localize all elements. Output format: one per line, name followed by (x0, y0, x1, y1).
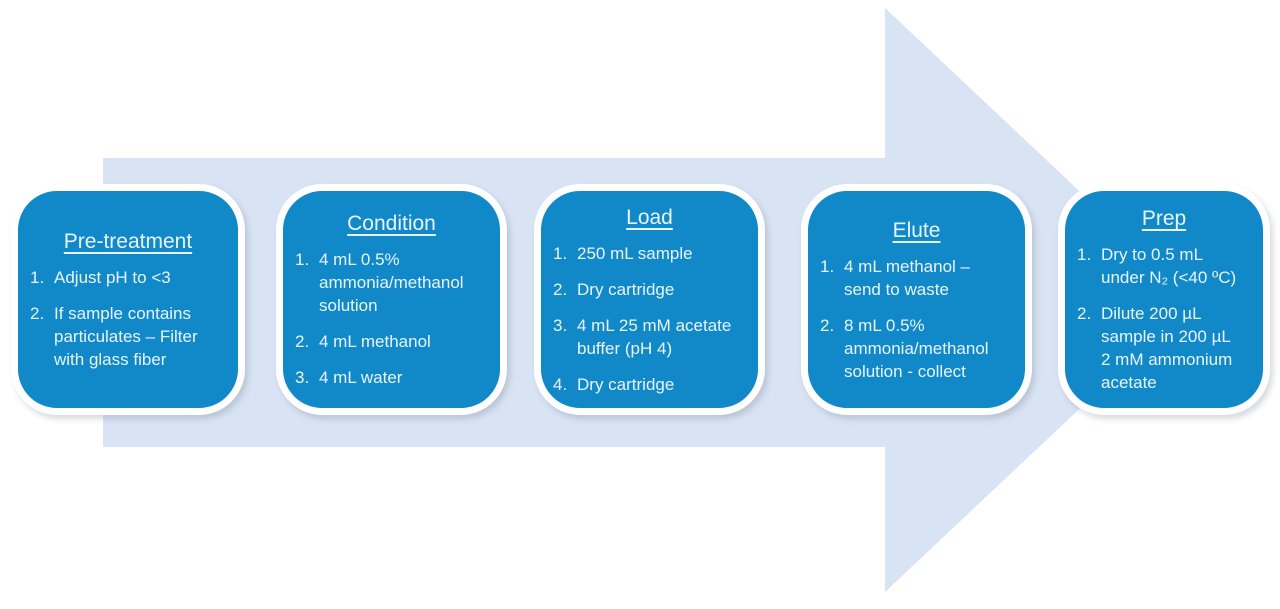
step-title: Prep (1141, 207, 1187, 230)
step-item: 1. 250 mL sample (553, 242, 746, 265)
step-list: 1. 4 mL methanol – send to waste 2. 8 mL… (820, 255, 1013, 383)
step-list: 1. 4 mL 0.5% ammonia/methanol solution 2… (295, 248, 488, 389)
item-number: 3. (553, 315, 568, 335)
step-box-pre-treatment: Pre-treatment 1. Adjust pH to <3 2. If s… (11, 184, 245, 415)
item-number: 1. (30, 268, 45, 287)
step-box-prep: Prep 1. Dry to 0.5 mL under N₂ (<40 ºC) … (1058, 184, 1270, 415)
item-number: 1. (295, 250, 310, 269)
item-text: Dilute 200 µL sample in 200 µL 2 mM ammo… (1101, 304, 1233, 392)
step-item: 2. Dilute 200 µL sample in 200 µL 2 mM a… (1077, 302, 1251, 394)
step-list: 1. Dry to 0.5 mL under N₂ (<40 ºC) 2. Di… (1077, 243, 1251, 394)
item-text: Adjust pH to <3 (54, 268, 171, 287)
item-text: Dry to 0.5 mL under N₂ (<40 ºC) (1101, 245, 1237, 287)
item-number: 2. (1077, 304, 1092, 323)
item-number: 2. (295, 332, 310, 351)
item-text: 4 mL 0.5% ammonia/methanol solution (319, 250, 464, 315)
item-text: Dry cartridge (577, 374, 675, 394)
step-list: 1. 250 mL sample 2. Dry cartridge 3. 4 m… (553, 242, 746, 396)
step-item: 4. Dry cartridge (553, 373, 746, 396)
item-number: 2. (820, 315, 835, 335)
step-title: Pre-treatment (63, 230, 193, 253)
step-title: Condition (347, 212, 436, 235)
item-number: 4. (553, 374, 568, 394)
item-text: 8 mL 0.5% ammonia/methanol solution - co… (844, 315, 989, 381)
item-text: 4 mL water (319, 368, 403, 387)
item-number: 2. (30, 304, 45, 323)
step-item: 3. 4 mL 25 mM acetate buffer (pH 4) (553, 314, 746, 360)
item-text: If sample contains particulates – Filter… (54, 304, 198, 369)
step-item: 2. 4 mL methanol (295, 330, 488, 353)
item-text: 4 mL methanol – send to waste (844, 256, 970, 299)
item-number: 1. (1077, 245, 1092, 264)
step-item: 2. If sample contains particulates – Fil… (30, 302, 226, 371)
item-text: 4 mL methanol (319, 332, 431, 351)
step-item: 1. 4 mL 0.5% ammonia/methanol solution (295, 248, 488, 317)
step-item: 1. Dry to 0.5 mL under N₂ (<40 ºC) (1077, 243, 1251, 289)
item-text: Dry cartridge (577, 279, 675, 299)
step-title: Elute (892, 218, 941, 242)
step-title: Load (626, 205, 673, 229)
step-item: 3. 4 mL water (295, 366, 488, 389)
step-item: 2. 8 mL 0.5% ammonia/methanol solution -… (820, 314, 1013, 383)
item-text: 250 mL sample (577, 243, 693, 263)
step-box-load: Load 1. 250 mL sample 2. Dry cartridge 3… (534, 184, 765, 415)
step-box-condition: Condition 1. 4 mL 0.5% ammonia/methanol … (276, 184, 507, 415)
step-item: 1. Adjust pH to <3 (30, 266, 226, 289)
item-number: 1. (553, 243, 568, 263)
item-number: 2. (553, 279, 568, 299)
item-text: 4 mL 25 mM acetate buffer (pH 4) (577, 315, 732, 358)
step-box-elute: Elute 1. 4 mL methanol – send to waste 2… (801, 184, 1032, 415)
item-number: 1. (820, 256, 835, 276)
step-item: 2. Dry cartridge (553, 278, 746, 301)
step-item: 1. 4 mL methanol – send to waste (820, 255, 1013, 301)
item-number: 3. (295, 368, 310, 387)
step-list: 1. Adjust pH to <3 2. If sample contains… (30, 266, 226, 371)
